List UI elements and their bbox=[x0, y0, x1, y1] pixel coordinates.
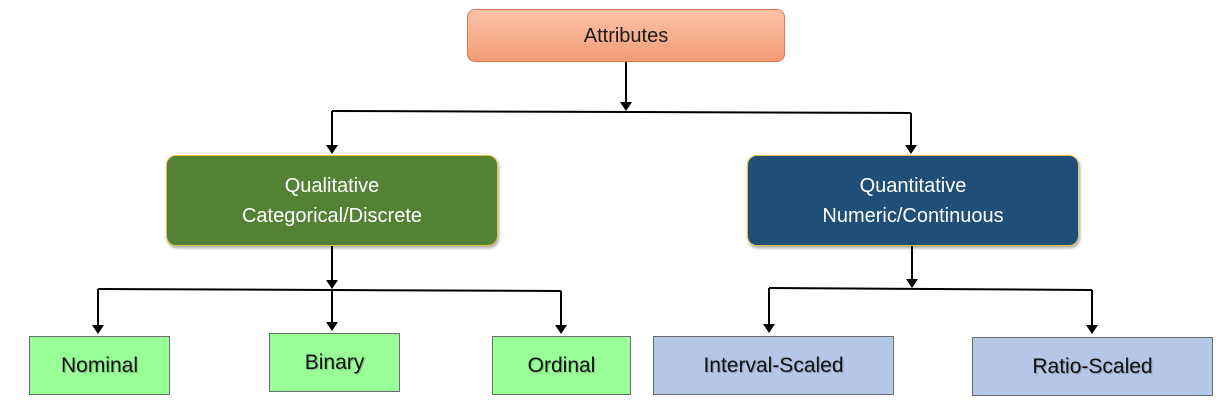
interval-scaled-node: Interval-Scaled bbox=[653, 336, 894, 395]
ratio-scaled-node: Ratio-Scaled bbox=[972, 337, 1213, 396]
top-bus bbox=[331, 110, 912, 114]
root-stem-arrow bbox=[620, 102, 632, 111]
attributes-node: Attributes bbox=[467, 9, 785, 62]
qualitative-subtitle: Categorical/Discrete bbox=[241, 204, 423, 227]
to-quantitative-arrow bbox=[905, 145, 917, 154]
qualitative-stem-arrow bbox=[326, 280, 338, 289]
to-ratio-arrow bbox=[1086, 325, 1098, 334]
quantitative-stem-arrow bbox=[906, 279, 918, 288]
ordinal-label: Ordinal bbox=[527, 353, 596, 377]
to-ordinal-arrow bbox=[555, 325, 567, 334]
nominal-node: Nominal bbox=[29, 336, 170, 395]
binary-node: Binary bbox=[269, 333, 400, 392]
to-nominal-arrow bbox=[92, 325, 104, 334]
binary-label: Binary bbox=[304, 350, 365, 374]
qualitative-node: Qualitative Categorical/Discrete bbox=[166, 155, 498, 246]
quantitative-title: Quantitative bbox=[859, 174, 967, 197]
ordinal-node: Ordinal bbox=[492, 336, 631, 395]
ratio-scaled-label: Ratio-Scaled bbox=[1032, 354, 1153, 378]
quantitative-subtitle: Numeric/Continuous bbox=[822, 204, 1004, 227]
quantitative-bus bbox=[768, 287, 1093, 291]
qualitative-bus bbox=[97, 288, 562, 292]
attributes-label: Attributes bbox=[583, 24, 669, 47]
to-interval-arrow bbox=[763, 324, 775, 333]
to-qualitative-arrow bbox=[326, 145, 338, 154]
nominal-label: Nominal bbox=[60, 353, 139, 377]
qualitative-title: Qualitative bbox=[284, 174, 380, 197]
to-binary-arrow bbox=[326, 322, 338, 331]
interval-scaled-label: Interval-Scaled bbox=[703, 353, 844, 377]
quantitative-node: Quantitative Numeric/Continuous bbox=[747, 155, 1079, 246]
